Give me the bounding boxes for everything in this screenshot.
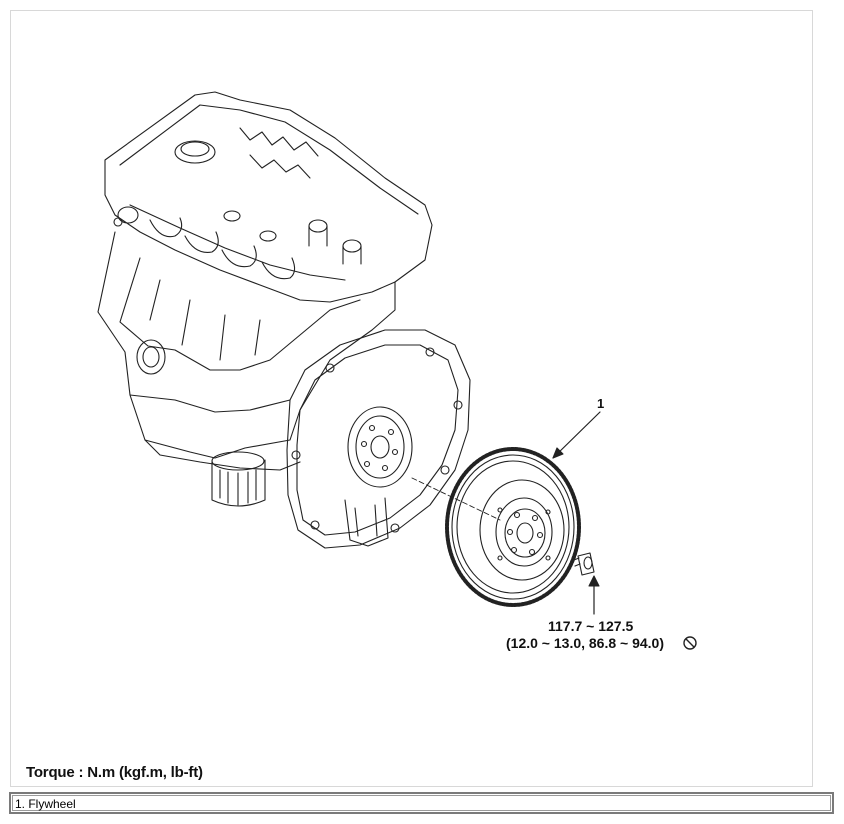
torque-spec-kgfm-lbft: (12.0 ~ 13.0, 86.8 ~ 94.0)	[506, 635, 665, 651]
alignment-line	[411, 477, 501, 521]
callout-number: 1	[597, 396, 605, 411]
flywheel	[445, 447, 581, 607]
flywheel-bolt	[573, 552, 595, 576]
legend-item: 1. Flywheel	[12, 795, 831, 811]
torque-unit-note: Torque : N.m (kgf.m, lb-ft)	[26, 764, 203, 781]
engine-flywheel-diagram	[97, 91, 601, 615]
torque-arrowhead	[588, 575, 600, 587]
prohibited-circle-icon	[683, 636, 697, 650]
callout-leader-line	[552, 411, 601, 459]
callout-arrowhead	[552, 447, 564, 459]
legend-table: 1. Flywheel	[9, 792, 834, 814]
engine-assembly	[97, 91, 471, 549]
torque-spec-nm: 117.7 ~ 127.5	[548, 618, 634, 634]
figure-frame	[10, 10, 813, 787]
